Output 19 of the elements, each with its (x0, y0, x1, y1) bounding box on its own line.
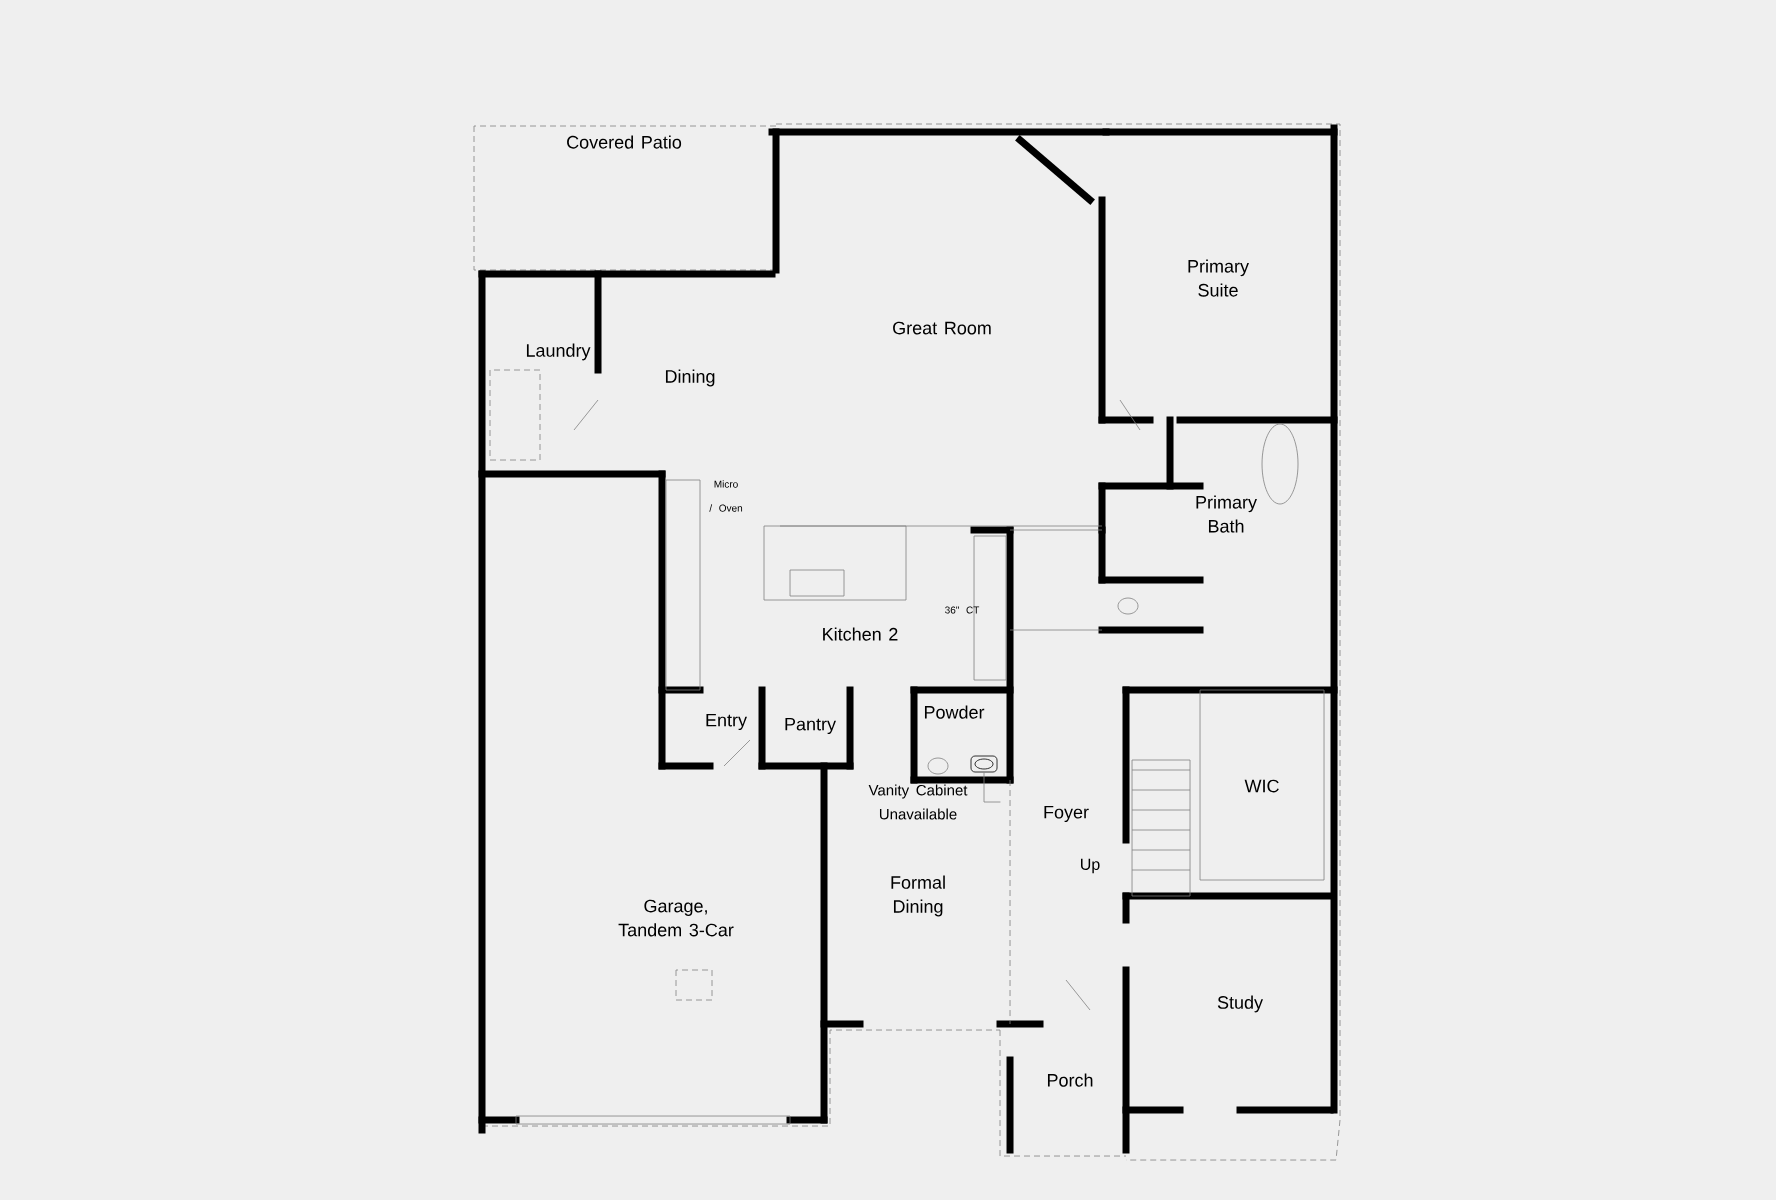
room-label: WIC (1244, 779, 1279, 793)
room-label: Laundry (526, 343, 591, 361)
room-label: Great Room (893, 321, 991, 335)
room-label: Entry (706, 713, 747, 731)
plan-label: Up (1081, 858, 1100, 874)
room-label: Powder (924, 705, 985, 719)
room-label: Formal Dining (891, 875, 945, 917)
room-label: Garage, Tandem 3-Car (618, 899, 734, 937)
room-label: Study (1217, 995, 1263, 1013)
room-label: Covered Patio (567, 135, 682, 149)
room-label: Primary Suite (1188, 259, 1249, 297)
room-label: Kitchen 2 (823, 627, 898, 641)
leader-line (983, 772, 1001, 803)
sink-drawing (970, 755, 998, 773)
room-label: Porch (1048, 1073, 1093, 1087)
room-label: Dining (665, 369, 715, 387)
room-label: Pantry (785, 717, 836, 735)
room-label: Foyer (1044, 805, 1089, 823)
room-label: Primary Bath (1196, 495, 1257, 533)
